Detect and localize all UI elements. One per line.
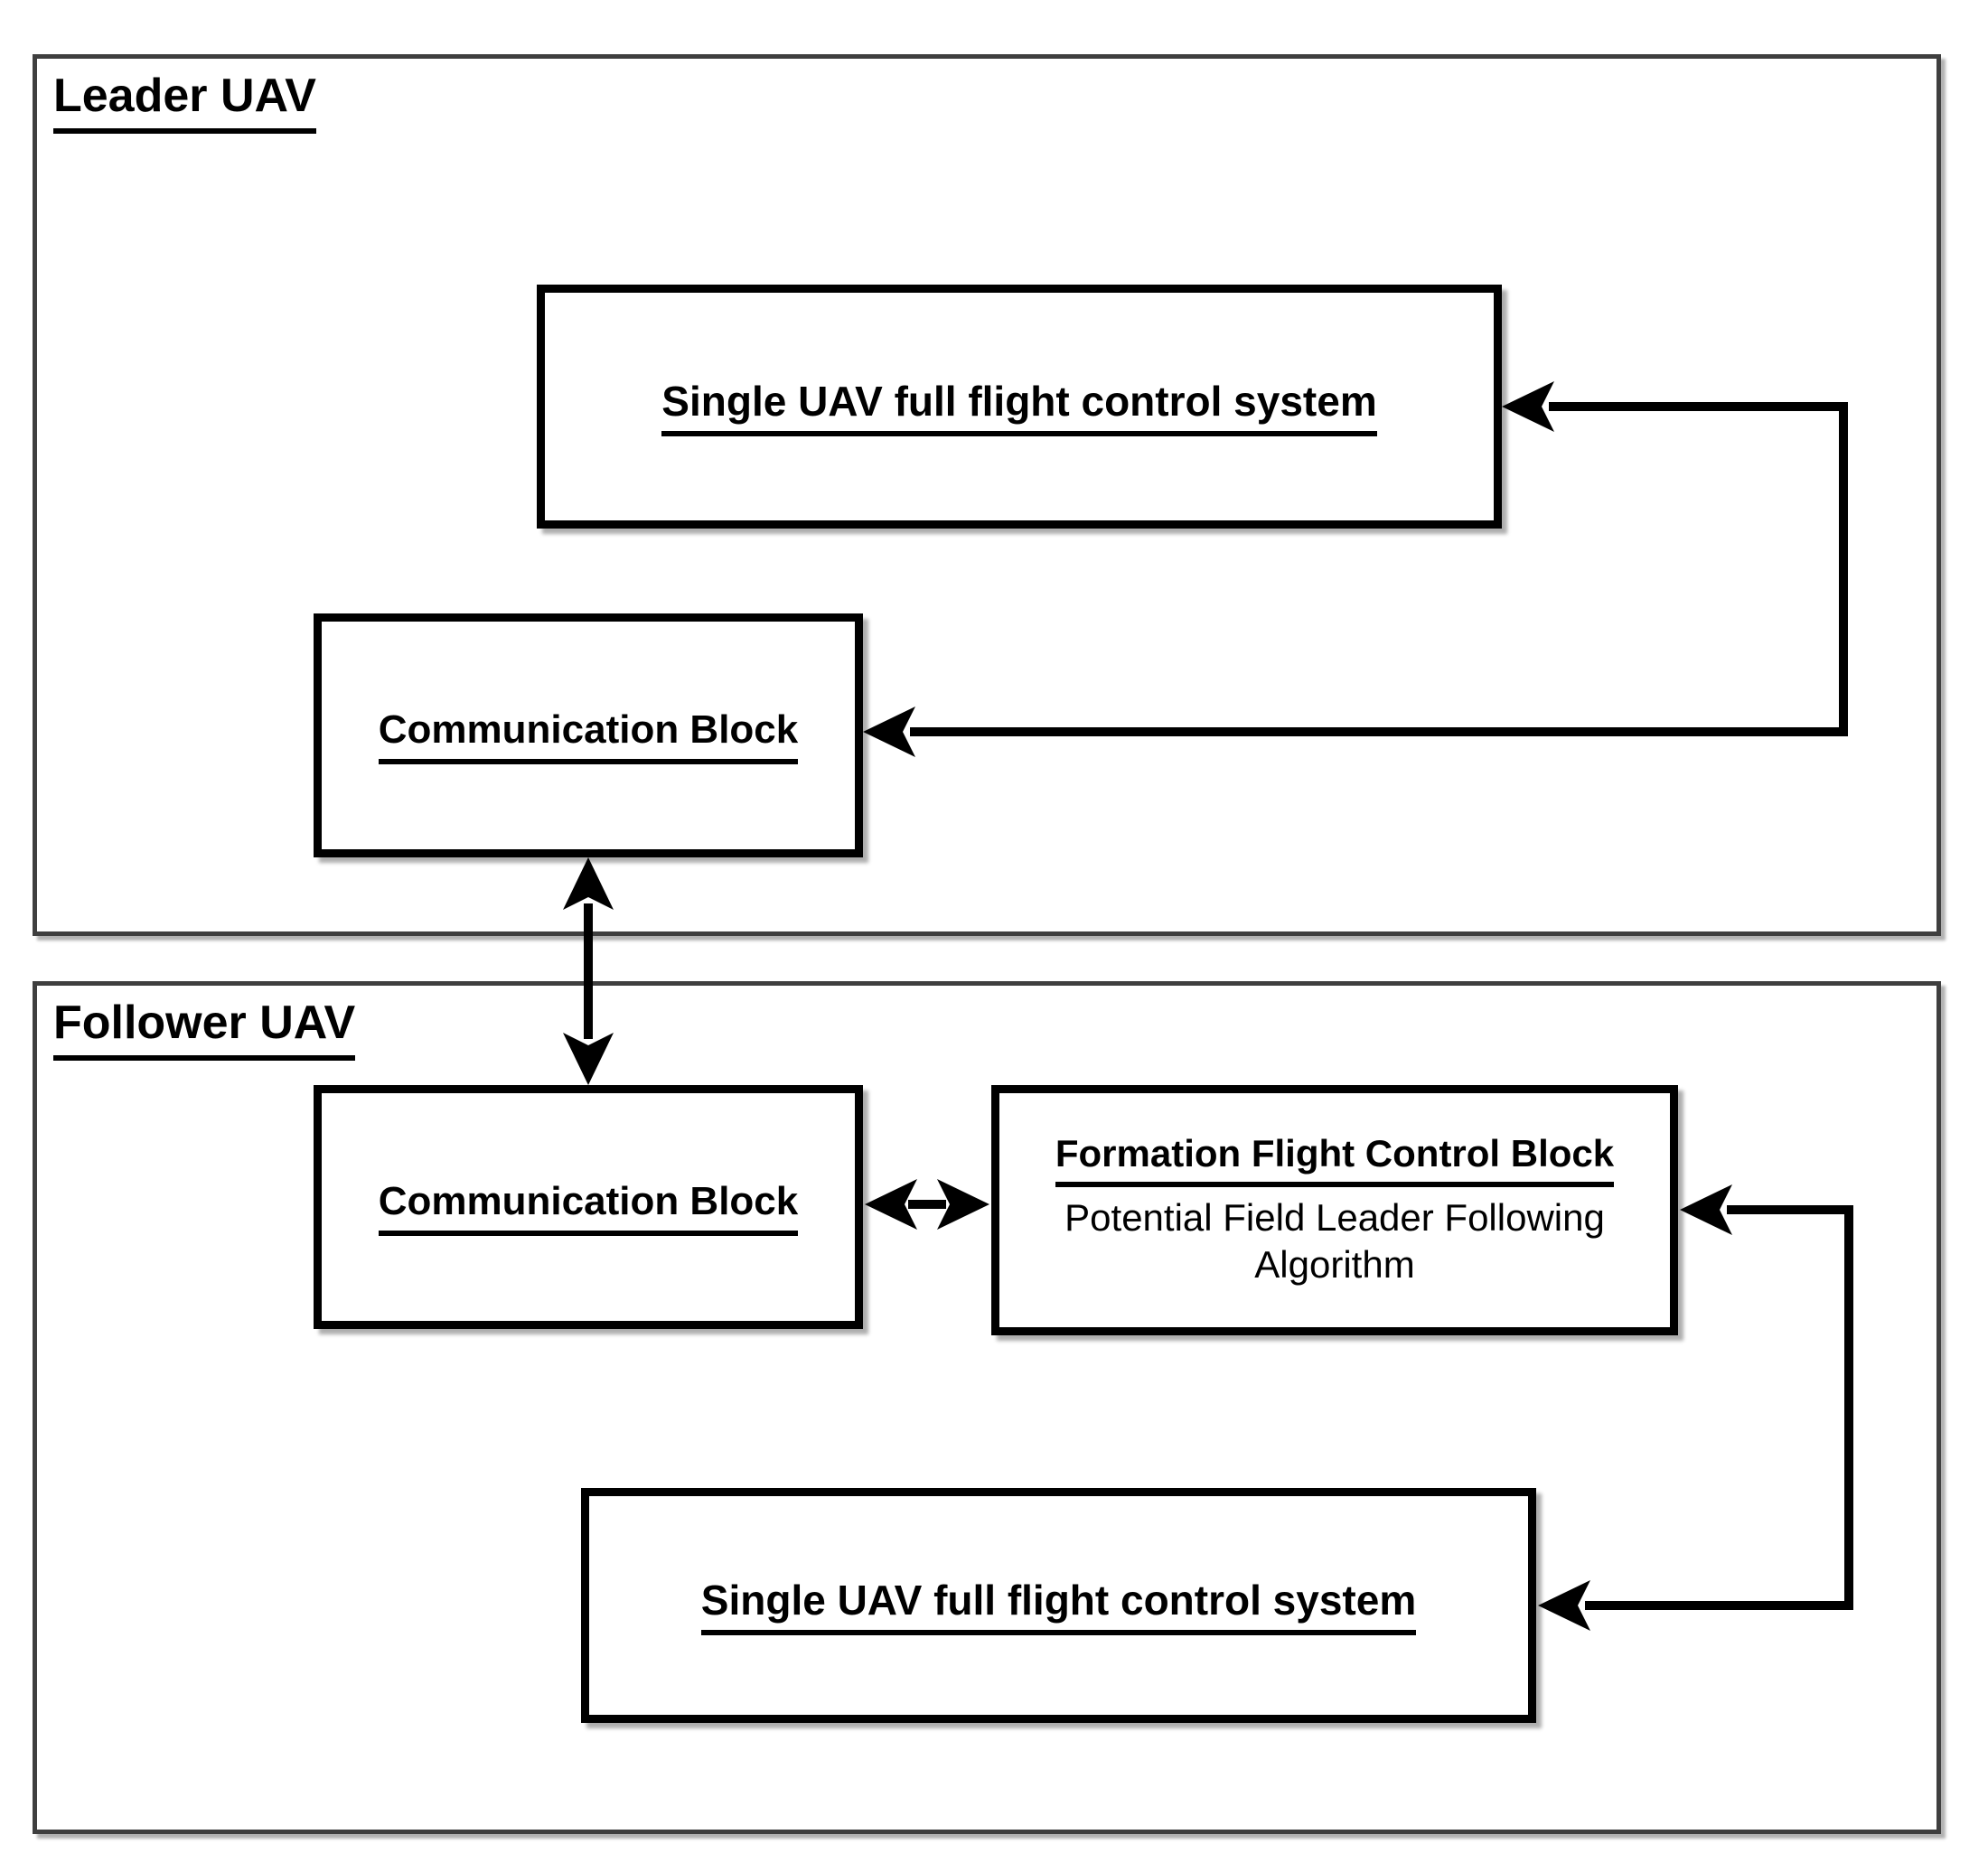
leader-flight-control-box: Single UAV full flight control system — [537, 285, 1502, 529]
formation-flight-control-subtitle: Potential Field Leader Following Algorit… — [1064, 1195, 1605, 1287]
follower-flight-control-box: Single UAV full flight control system — [581, 1488, 1536, 1723]
leader-uav-title: Leader UAV — [53, 70, 316, 134]
follower-uav-title: Follower UAV — [53, 997, 356, 1061]
follower-communication-box: Communication Block — [314, 1085, 863, 1329]
leader-uav-title-text: Leader UAV — [53, 70, 316, 134]
leader-communication-box: Communication Block — [314, 613, 863, 857]
formation-flight-control-box: Formation Flight Control Block Potential… — [991, 1085, 1678, 1335]
leader-flight-control-label: Single UAV full flight control system — [661, 377, 1377, 437]
follower-communication-label: Communication Block — [378, 1178, 799, 1236]
follower-flight-control-label: Single UAV full flight control system — [700, 1576, 1417, 1636]
formation-flight-control-title: Formation Flight Control Block — [1055, 1131, 1615, 1187]
follower-uav-title-text: Follower UAV — [53, 997, 356, 1061]
leader-communication-label: Communication Block — [378, 707, 799, 764]
